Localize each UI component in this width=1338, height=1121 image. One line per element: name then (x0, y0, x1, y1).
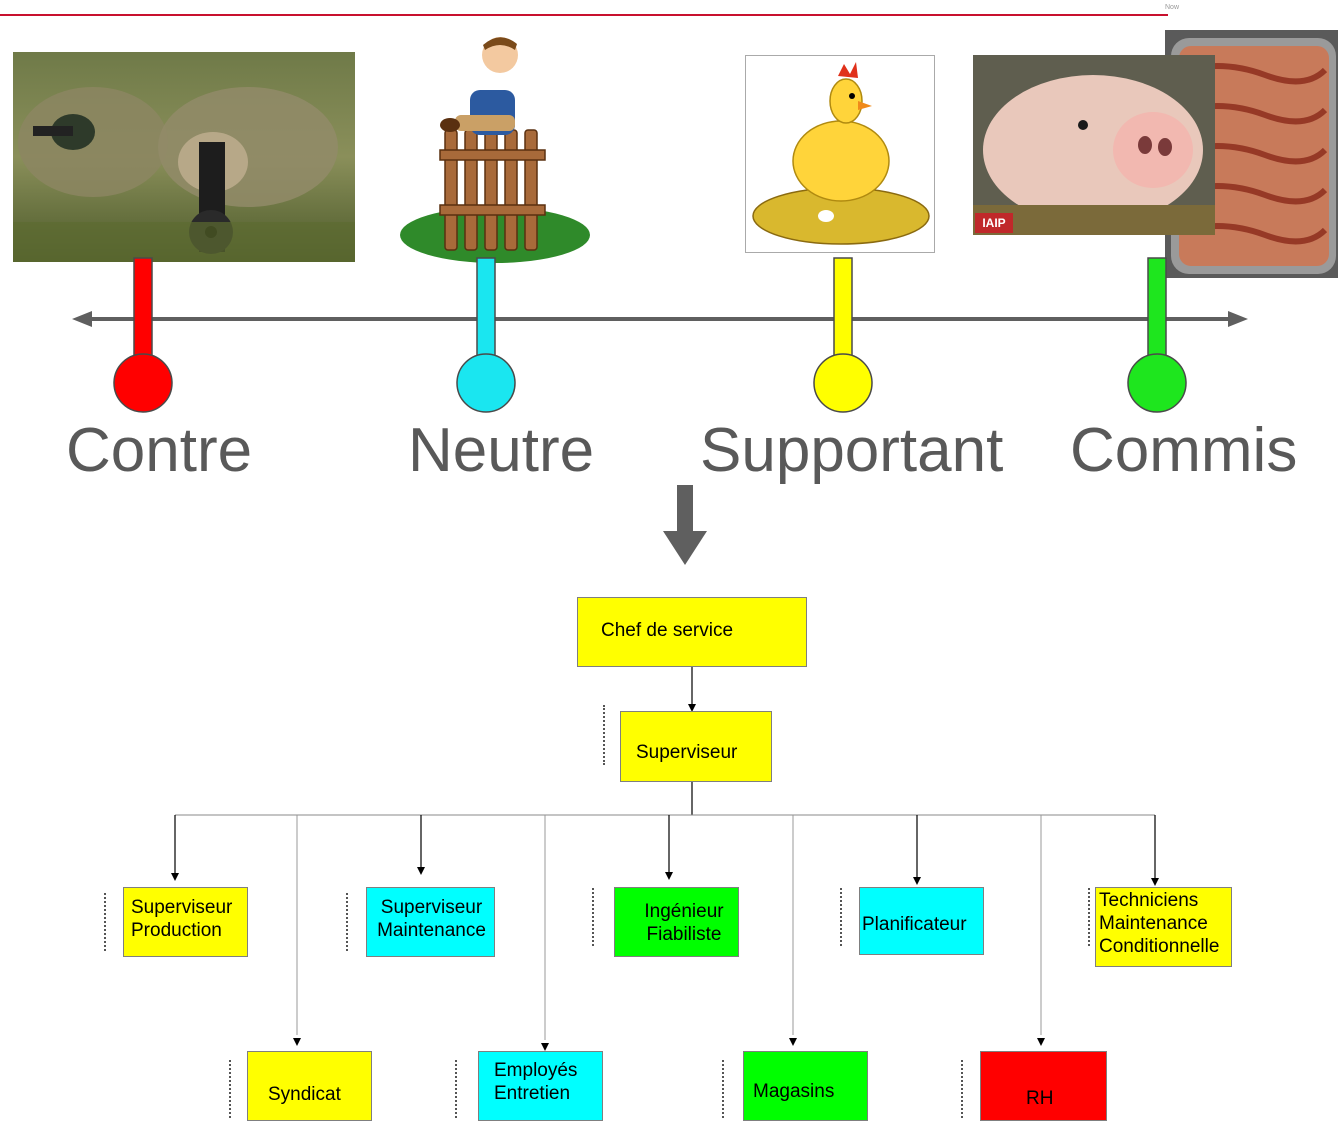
org-box-label: Employés Entretien (494, 1060, 578, 1104)
org-box-techniciens-maintenance-conditionnelle: Techniciens Maintenance Conditionnelle (1095, 887, 1232, 967)
dotted-mark (1088, 888, 1090, 946)
dotted-mark (104, 893, 106, 951)
dotted-mark (840, 888, 842, 946)
org-box-superviseur: Superviseur (620, 711, 772, 782)
chicken-cartoon (745, 55, 935, 253)
org-box-employes-entretien: Employés Entretien (478, 1051, 603, 1121)
label-commis: Commis (1070, 416, 1298, 485)
org-box-label: Techniciens Maintenance Conditionnelle (1099, 890, 1220, 957)
org-box-label: Chef de service (601, 620, 734, 641)
dotted-mark (455, 1060, 457, 1118)
dotted-mark (592, 888, 594, 946)
org-box-label: Superviseur Maintenance (377, 897, 486, 941)
dotted-mark (346, 893, 348, 951)
scale-arrow-right (1228, 311, 1248, 327)
org-box-superviseur-production: Superviseur Production (123, 887, 248, 957)
org-box-superviseur-maintenance: Superviseur Maintenance (366, 887, 495, 957)
marker-contre (113, 257, 173, 413)
org-box-syndicat: Syndicat (247, 1051, 372, 1121)
fence-sitter-cartoon (395, 30, 595, 270)
sniper-photo (13, 52, 355, 262)
label-supportant: Supportant (700, 416, 1004, 485)
dotted-mark (961, 1060, 963, 1118)
org-box-ingenieur-fiabiliste: Ingénieur Fiabiliste (614, 887, 739, 957)
pig-photo-logo: IAIP (975, 213, 1013, 233)
org-box-label: Syndicat (268, 1084, 341, 1105)
org-connectors (171, 667, 1159, 1051)
marker-commis (1127, 257, 1187, 413)
dotted-mark (229, 1060, 231, 1118)
org-box-rh: RH (980, 1051, 1107, 1121)
org-box-magasins: Magasins (743, 1051, 868, 1121)
corner-caption: Now (1165, 4, 1180, 11)
stance-scale (72, 257, 1248, 413)
org-box-label: Ingénieur Fiabiliste (644, 901, 724, 945)
label-contre: Contre (66, 416, 253, 485)
dotted-mark (722, 1060, 724, 1118)
org-box-label: Superviseur (636, 742, 738, 763)
header-rule (0, 14, 1168, 16)
org-box-planificateur: Planificateur (859, 887, 984, 955)
org-box-label: Planificateur (862, 914, 967, 935)
org-box-label: Superviseur Production (131, 897, 233, 941)
dotted-mark (603, 705, 605, 765)
label-neutre: Neutre (408, 416, 595, 485)
pig-photo: IAIP (973, 55, 1215, 235)
marker-supportant (813, 257, 873, 413)
org-box-label: RH (1026, 1088, 1054, 1109)
org-box-chef-de-service: Chef de service (577, 597, 807, 667)
down-arrow-icon (663, 485, 707, 565)
marker-neutre (456, 257, 516, 413)
scale-arrow-left (72, 311, 92, 327)
org-box-label: Magasins (753, 1081, 835, 1102)
